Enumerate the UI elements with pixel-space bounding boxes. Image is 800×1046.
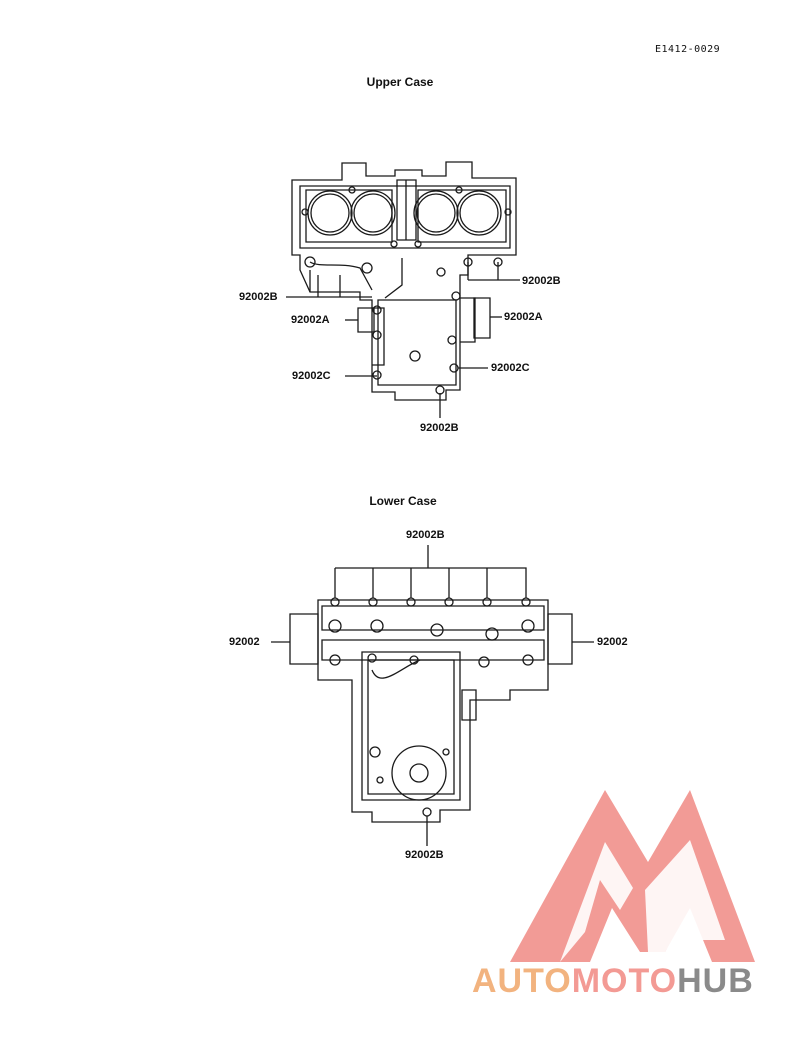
label-lower-top: 92002B: [406, 529, 445, 541]
label-lower-left: 92002: [229, 636, 260, 648]
document-code: E1412-0029: [655, 44, 721, 55]
upper-case-title: Upper Case: [366, 75, 434, 89]
watermark-text: AUTOMOTOHUB: [472, 962, 754, 1001]
upper-case-drawing: [286, 161, 520, 418]
watermark-auto: AUTO: [472, 962, 572, 1000]
label-upper-right-low: 92002C: [491, 362, 530, 374]
watermark-hub: HUB: [677, 962, 754, 1000]
lower-case-drawing: [271, 545, 594, 846]
label-lower-right: 92002: [597, 636, 628, 648]
label-upper-right-mid: 92002A: [504, 311, 543, 323]
label-upper-left-top: 92002B: [239, 291, 278, 303]
label-upper-left-mid: 92002A: [291, 314, 330, 326]
lower-case-title: Lower Case: [369, 494, 437, 508]
automotohub-logo: [510, 790, 755, 962]
label-upper-right-top: 92002B: [522, 275, 561, 287]
label-upper-bottom: 92002B: [420, 422, 459, 434]
watermark-moto: MOTO: [571, 962, 678, 1000]
label-upper-left-low: 92002C: [292, 370, 331, 382]
label-lower-bottom: 92002B: [405, 849, 444, 861]
